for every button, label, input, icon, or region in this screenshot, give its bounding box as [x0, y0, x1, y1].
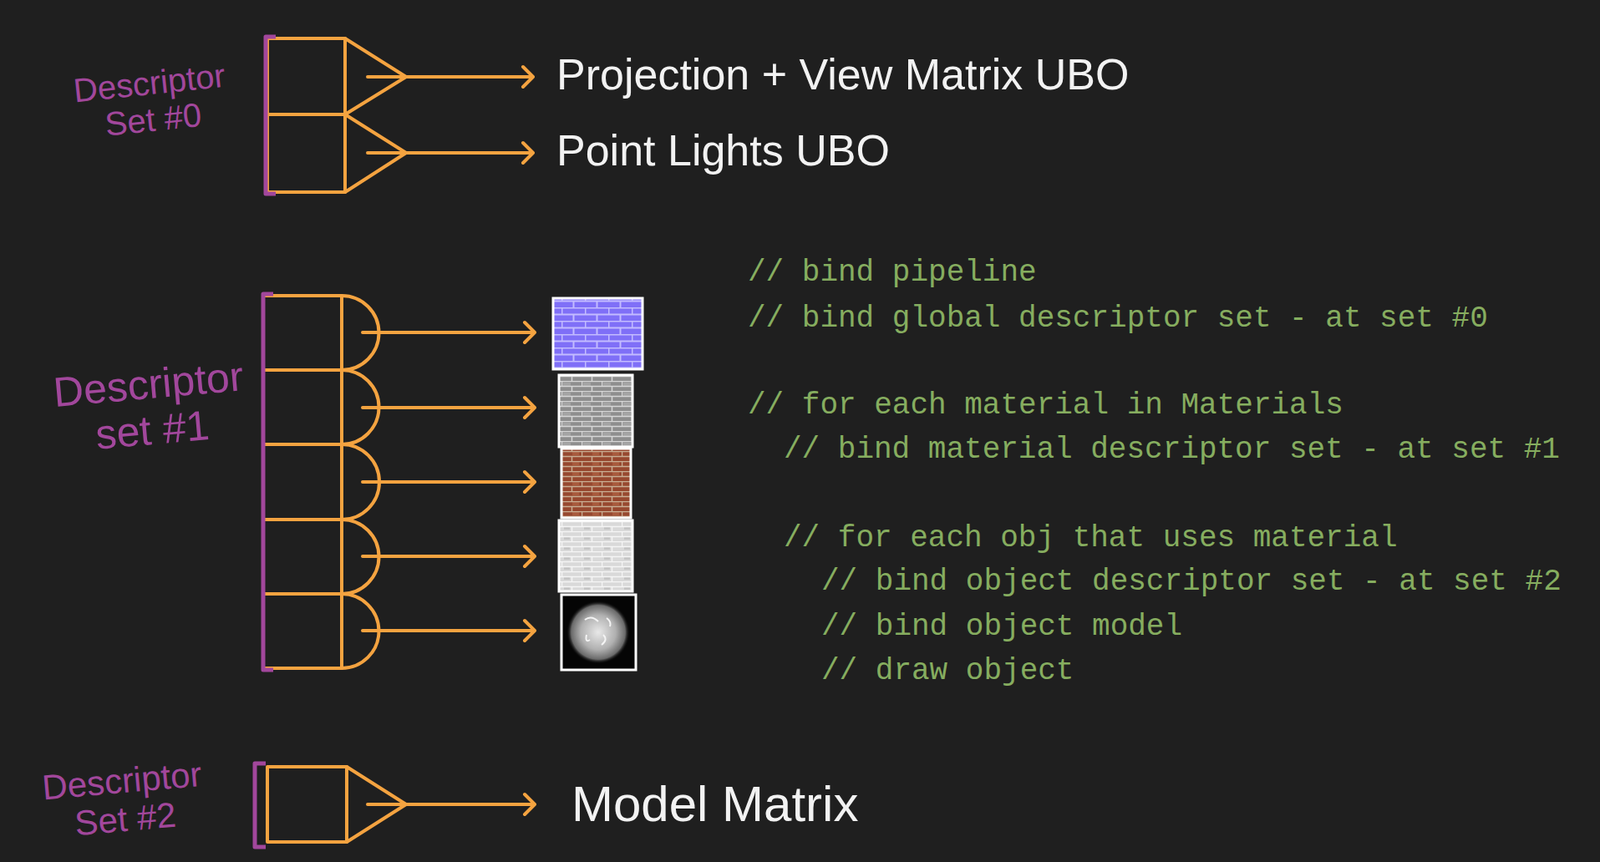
leader-arrow	[362, 322, 535, 343]
code-comment: // for each obj that uses material	[783, 520, 1398, 557]
code-comment: // bind material descriptor set - at set…	[783, 431, 1560, 468]
set-label: Descriptor Set #2	[20, 753, 227, 849]
code-comment: // bind object descriptor set - at set #…	[821, 563, 1562, 600]
code-comment: // bind global descriptor set - at set #…	[747, 300, 1489, 337]
noise-blob	[566, 600, 630, 665]
set-bracket	[254, 763, 266, 848]
set-bracket	[265, 36, 276, 194]
code-comment: // bind object model	[821, 609, 1183, 646]
leader-arrow	[367, 794, 535, 815]
leader-arrow	[362, 546, 535, 567]
code-comment: // draw object	[821, 653, 1074, 690]
leader-arrow	[362, 397, 535, 418]
descriptor-box	[263, 594, 342, 669]
leader-arrow	[362, 620, 535, 641]
binding-label: Projection + View Matrix UBO	[556, 50, 1129, 101]
descriptor-box	[263, 295, 342, 371]
binding-label: Point Lights UBO	[556, 126, 890, 177]
leader-arrow	[362, 472, 535, 493]
brick-texture	[561, 448, 631, 519]
descriptor-box	[263, 444, 342, 520]
leader-arrow	[367, 66, 534, 87]
descriptor-box	[267, 38, 346, 115]
leader-arrow	[367, 142, 534, 163]
brick-texture	[558, 520, 633, 592]
descriptor-box	[263, 519, 342, 595]
code-comment: // bind pipeline	[747, 254, 1037, 291]
descriptor-box	[263, 370, 342, 445]
set-label: Descriptor set #1	[36, 352, 265, 464]
descriptor-box	[267, 766, 347, 843]
binding-label: Model Matrix	[571, 775, 859, 834]
brick-texture	[558, 375, 633, 447]
code-comment: // for each material in Materials	[747, 387, 1344, 424]
descriptor-box	[267, 114, 346, 193]
normal-map-texture	[553, 298, 643, 370]
noise-texture	[561, 594, 636, 671]
set-label: Descriptor Set #0	[55, 55, 248, 148]
set-bracket	[263, 294, 274, 671]
